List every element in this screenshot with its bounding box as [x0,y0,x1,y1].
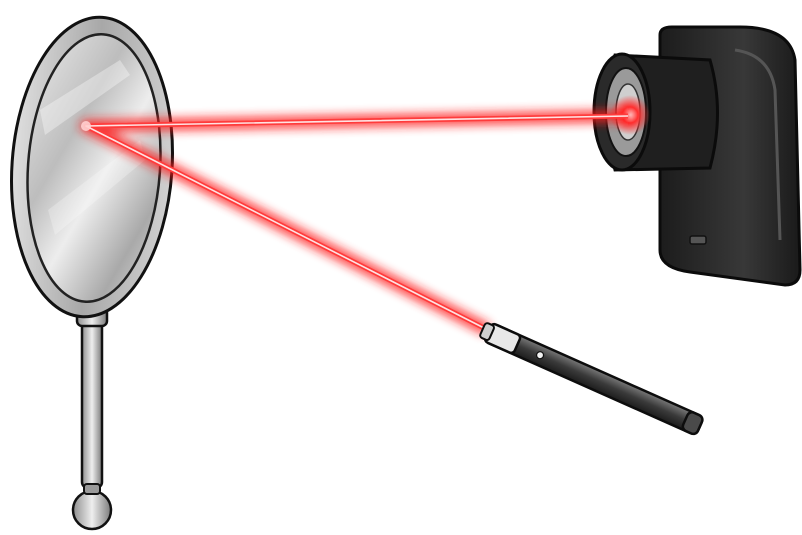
camera-icon [594,27,800,285]
laser-pointer-icon [478,320,704,435]
mirror-handle [73,308,111,529]
